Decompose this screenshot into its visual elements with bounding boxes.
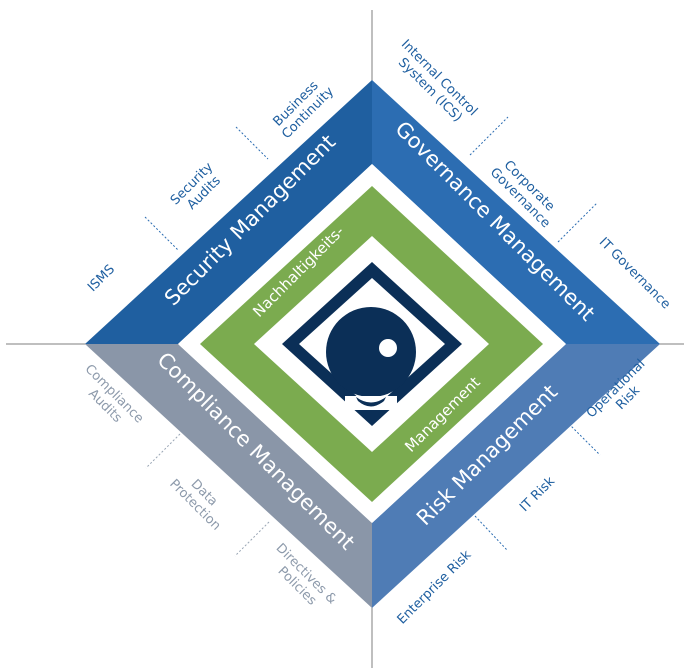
security-band <box>85 80 372 344</box>
label-security-audits: Security Audits <box>168 157 230 219</box>
head-logo-icon <box>326 307 416 410</box>
label-isms: ISMS <box>85 262 118 295</box>
dotted-dividers <box>144 116 601 551</box>
dotted-dividers-gray <box>145 433 270 557</box>
risk-band <box>372 344 660 608</box>
label-it-risk: IT Risk <box>517 474 558 515</box>
label-data-protection: Data Protection <box>166 466 234 534</box>
governance-band <box>372 80 660 344</box>
compliance-band <box>85 344 372 608</box>
